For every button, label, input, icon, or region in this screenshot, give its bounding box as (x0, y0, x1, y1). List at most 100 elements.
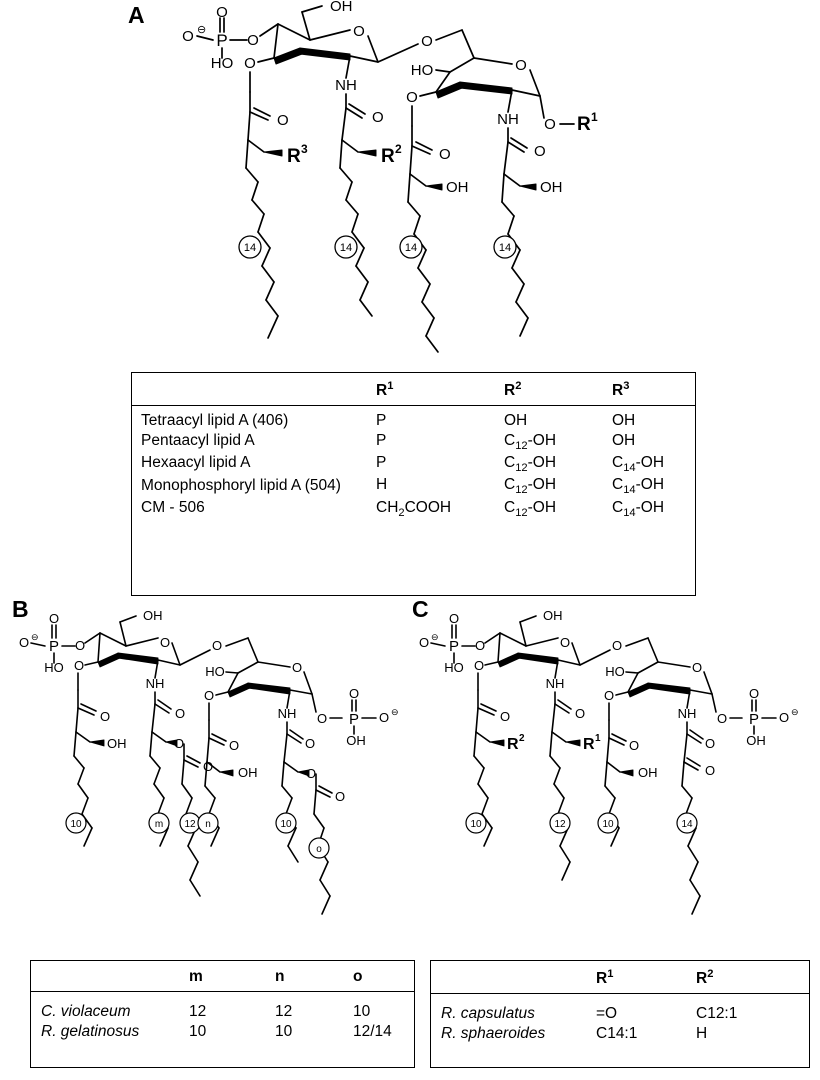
oh-c2: OH (746, 733, 766, 748)
chain-label-1: 14 (244, 242, 256, 254)
chain-label-b3: 12 (184, 819, 196, 830)
anomeric-o-c: O (717, 711, 727, 726)
nh-label-right: NH (497, 111, 519, 128)
ch2oh-b: OH (143, 608, 163, 623)
ring-o-right-label: O (515, 57, 527, 74)
nh-b1: NH (146, 676, 165, 691)
row-name: CM - 506 (141, 498, 205, 516)
panel-b-table: m n o C. violaceum 12 12 10 R. gelatinos… (30, 960, 415, 1068)
minus-charge-icon-b2: ⊖ (391, 707, 399, 717)
panel-b-letter: B (12, 596, 29, 622)
table-row: C. violaceum 12 12 10 (31, 992, 414, 1023)
chain-label-3: 14 (405, 242, 417, 254)
row-name: Pentaacyl lipid A (141, 432, 255, 450)
o-double-c: O (449, 611, 459, 626)
phosphorus-b2: P (349, 711, 359, 728)
header-n: n (275, 968, 285, 985)
row-r2: C12-OH (504, 432, 557, 453)
o-minus-c: O (419, 635, 429, 650)
table-row: R. capsulatus =O C12:1 (431, 994, 809, 1025)
row-name: Monophosphoryl lipid A (504) (141, 477, 341, 495)
table-row: Hexaacyl lipid A P C12-OH C14-OH (132, 453, 695, 475)
panel-b-chain-markers: 10 m 12 n 10 o (65, 812, 330, 859)
o-double-b2: O (349, 686, 359, 701)
panel-a-table-grid: R1 R2 R3 Tetraacyl lipid A (406) P OH OH… (132, 373, 695, 520)
panel-c-atom-labels: O P O ⊖ HO O OH O O NH O O R 2 R 1 O HO … (419, 608, 799, 780)
row-r2: C12-OH (504, 498, 557, 519)
chain-label-c1: 10 (470, 819, 482, 830)
r2-label: R (381, 146, 395, 167)
panel-c-svg: 10 1 2 10 14 O P O ⊖ HO O OH O O NH O O R… (419, 608, 799, 915)
minus-charge-icon: ⊖ (197, 24, 206, 36)
header-r1-c: R1 (596, 968, 614, 988)
phospho-ester-o-label: O (247, 32, 259, 49)
ch2oh-c: OH (543, 608, 563, 623)
minus-charge-icon-c2: ⊖ (791, 707, 799, 717)
r1-label-c: R (583, 736, 595, 753)
ester-o-c2: O (604, 688, 614, 703)
ring-o-b2: O (292, 660, 302, 675)
r1-superscript-c: 1 (595, 733, 601, 744)
minus-charge-icon-c: ⊖ (431, 632, 439, 642)
hydroxyl-b1: OH (107, 736, 127, 751)
carbonyl-o-left: O (277, 112, 289, 129)
ester-o-label-left: O (244, 55, 256, 72)
hydroxyl-b2: OH (238, 765, 258, 780)
chain-label-b6: o (316, 844, 322, 855)
row-r1: P (376, 432, 387, 450)
row-r3: C14-OH (612, 454, 665, 475)
carbonyl-o-c1: O (500, 709, 510, 724)
row-r2: H (696, 1025, 708, 1043)
o-double-b: O (49, 611, 59, 626)
carbonyl-o-c3: O (629, 738, 639, 753)
panel-c-table: R1 R2 R. capsulatus =O C12:1 R. sphaeroi… (430, 960, 810, 1068)
row-r3: C14-OH (612, 476, 665, 497)
o-minus-label: O (182, 28, 194, 45)
row-r1: P (376, 412, 387, 430)
row-organism: R. capsulatus (441, 1005, 535, 1023)
phosphorus-label: P (216, 31, 227, 50)
header-r2-c: R2 (696, 968, 714, 988)
carbonyl-o-b2: O (175, 706, 185, 721)
header-m: m (189, 968, 203, 985)
panel-c-structure: 10 1 2 10 14 O P O ⊖ HO O OH O O NH O O R… (412, 608, 812, 938)
panel-b-structure: 10 m 12 n 10 o O P O ⊖ HO O OH O O NH O … (12, 608, 422, 938)
table-c-header-row: R1 R2 (431, 961, 809, 994)
ho-c: HO (444, 660, 464, 675)
chain-label-b2: m (155, 819, 163, 830)
ester-o-b1: O (74, 658, 84, 673)
row-m: 12 (189, 1003, 207, 1020)
header-blank-b (31, 961, 189, 992)
row-r2: OH (504, 412, 528, 430)
r2-superscript-c: 2 (519, 733, 525, 744)
hydroxyl-right2: OH (540, 179, 563, 196)
row-r1: P (376, 454, 387, 472)
header-blank-c (431, 961, 596, 994)
panel-a-table: R1 R2 R3 Tetraacyl lipid A (406) P OH OH… (131, 372, 696, 596)
carbonyl-o-b6: O (335, 789, 345, 804)
acyloxy-o-b1: O (174, 736, 184, 751)
nh-c1: NH (546, 676, 565, 691)
ho-right-c: HO (605, 664, 625, 679)
carbonyl-o-c2: O (575, 706, 585, 721)
row-r2: C12-OH (504, 454, 557, 475)
table-a-header-row: R1 R2 R3 (132, 373, 695, 406)
panel-a-svg: 14 14 14 14 O P O ⊖ HO O OH O O NH O O R… (182, 0, 598, 353)
chain-label-c3: 10 (602, 819, 614, 830)
chain-label-b4: n (205, 819, 211, 830)
acyloxy-o-b2: O (306, 766, 316, 781)
o-double-label: O (216, 4, 228, 21)
chain-label-b1: 10 (70, 819, 82, 830)
anomeric-o-label: O (544, 116, 556, 133)
row-organism: C. violaceum (41, 1003, 131, 1020)
row-r3: C14-OH (612, 498, 665, 519)
keto-o-c: O (705, 763, 715, 778)
panel-b-atom-labels: O P O ⊖ HO O OH O O NH O O OH O O O HO O… (19, 608, 399, 804)
chain-label-c4: 14 (681, 819, 693, 830)
phospho-ester-o-b: O (75, 638, 85, 653)
row-r3: OH (612, 412, 636, 430)
ring-o-c2: O (692, 660, 702, 675)
row-r1: =O (596, 1005, 618, 1023)
panel-a-structure: 14 14 14 14 O P O ⊖ HO O OH O O NH O O R… (150, 0, 710, 370)
nh-b2: NH (278, 706, 297, 721)
